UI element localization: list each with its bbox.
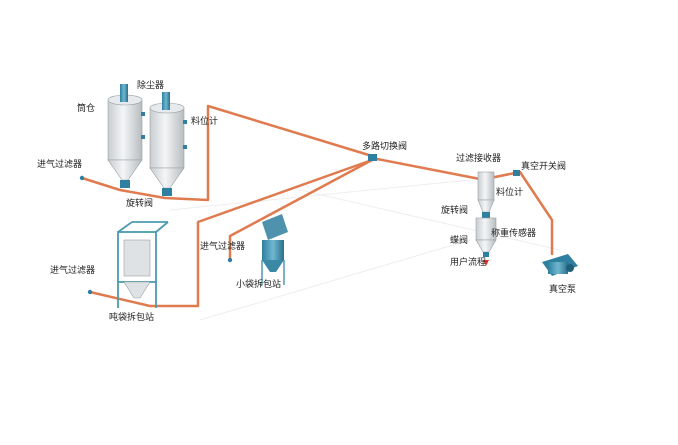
vacuum-valve-icon: [513, 170, 520, 176]
label-rotary-valve-2: 旋转阀: [441, 206, 469, 216]
label-silo: 筒仓: [77, 104, 96, 114]
label-butterfly-valve: 蝶阀: [450, 236, 469, 246]
pipe-small-bag-line: [228, 158, 373, 260]
dust-collector-2: [162, 92, 170, 110]
label-inlet-filter-2: 进气过滤器: [200, 242, 246, 252]
pipe-main-to-receiver: [371, 156, 486, 182]
label-rotary-valve-1: 旋转阀: [126, 199, 154, 209]
pipe-network: [81, 104, 554, 308]
label-filter-receiver: 过滤接收器: [456, 154, 502, 164]
label-inlet-filter-1: 进气过滤器: [37, 160, 83, 170]
dust-collector-1: [120, 84, 128, 102]
small-bag-station-icon: [261, 214, 288, 285]
user-process-arrow-icon: [483, 260, 489, 266]
label-level-gauge-2: 料位计: [496, 188, 524, 198]
filter-receiver-icon: [475, 171, 497, 257]
floor-guides: [169, 179, 561, 321]
vacuum-pump-icon: [542, 254, 578, 276]
pipe-silo-line: [81, 104, 373, 202]
bulk-bag-station-icon: [117, 221, 169, 308]
silo-1: [107, 84, 145, 188]
label-small-bag-station: 小袋拆包站: [236, 280, 282, 290]
pipe-bulk-bag-line: [89, 158, 373, 308]
inlet-filter-2-icon: [227, 257, 233, 263]
label-load-cell: 称重传感器: [491, 229, 537, 239]
label-bulk-bag-station: 吨袋拆包站: [109, 313, 155, 323]
silo-2: [149, 92, 187, 196]
inlet-filter-markers: [79, 175, 233, 295]
diverter-valve-icon: [368, 154, 377, 161]
label-inlet-filter-3: 进气过滤器: [50, 266, 96, 276]
inlet-filter-1-icon: [79, 175, 85, 181]
label-dust-collector: 除尘器: [137, 81, 165, 91]
pipe-vacuum-line: [489, 170, 554, 255]
label-vacuum-pump: 真空泵: [549, 285, 577, 295]
label-user-process: 用户流程: [450, 258, 487, 268]
inlet-filter-3-icon: [87, 289, 93, 295]
label-level-gauge-1: 料位计: [191, 117, 219, 127]
label-vacuum-valve: 真空开关阀: [521, 162, 567, 172]
label-diverter-valve: 多路切换阀: [362, 142, 408, 152]
